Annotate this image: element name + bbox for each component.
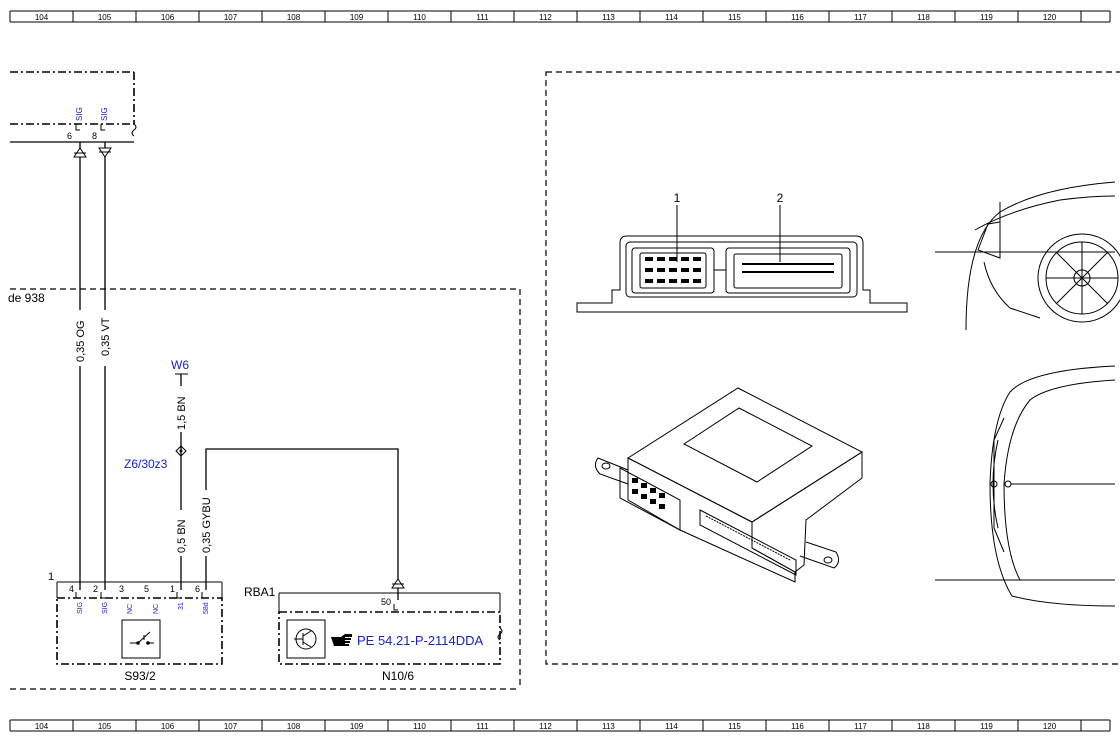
pin-label: 6 [67, 131, 72, 141]
vehicle-front-view [935, 365, 1116, 607]
ruler-number: 109 [350, 13, 364, 22]
ruler-number: 110 [413, 722, 426, 731]
reference-label-938: de 938 [8, 291, 45, 305]
ruler-number: 105 [98, 722, 112, 731]
ruler-number: 112 [539, 722, 552, 731]
ruler-number: 115 [728, 722, 741, 731]
ground-point-w6: W6 [171, 358, 189, 372]
wire-label-15bn: 1,5 BN [176, 396, 188, 430]
ruler-number: 113 [602, 13, 615, 22]
ruler-number: 108 [287, 722, 301, 731]
vehicle-side-view [935, 181, 1120, 331]
ruler-number: 106 [161, 722, 175, 731]
ruler-number: 113 [602, 722, 615, 731]
splice-icon [175, 445, 187, 457]
ruler-number: 114 [665, 722, 678, 731]
ruler-number: 107 [224, 722, 238, 731]
ruler-number: 104 [35, 13, 49, 22]
signal-label: NC [127, 604, 134, 614]
module-isometric-drawing [594, 387, 864, 583]
ruler-number: 117 [854, 13, 867, 22]
splice-label-z6: Z6/30z3 [124, 457, 168, 471]
wire-label-05bn: 0,5 BN [176, 519, 188, 553]
component-view-frame [545, 71, 1120, 665]
pin-label: 8 [92, 131, 97, 141]
ruler-number: 110 [413, 13, 426, 22]
ruler-number: 119 [980, 13, 993, 22]
wire-label-vt: 0,35 VT [100, 317, 112, 356]
pin-group-label: 1 [48, 571, 54, 583]
wire-gybu [205, 448, 399, 600]
wire-label-og: 0,35 OG [75, 320, 87, 362]
procedure-link[interactable]: PE 54.21-P-2114DDA [357, 633, 484, 648]
pin-label: 1 [170, 584, 175, 594]
wire-label-gybu: 0,35 GYBU [201, 497, 213, 553]
ruler-number: 111 [476, 722, 489, 731]
pin-label: 2 [93, 584, 98, 594]
upper-module-frame [10, 71, 137, 143]
transistor-icon [286, 619, 326, 659]
signal-label: SIG [77, 602, 84, 614]
pin-label: 3 [119, 584, 124, 594]
callout-2: 2 [777, 191, 784, 205]
ruler-number: 118 [917, 13, 930, 22]
connector-face-drawing [576, 205, 908, 313]
ruler-number: 112 [539, 13, 552, 22]
ruler-number: 106 [161, 13, 175, 22]
ruler-number: 118 [917, 722, 930, 731]
lower-module-frame [10, 288, 521, 690]
ruler-number: 104 [35, 722, 49, 731]
signal-label: SIG [75, 107, 84, 121]
ruler-number: 120 [1043, 722, 1057, 731]
signal-label: 31 [178, 602, 185, 610]
component-label-s93-2: S93/2 [124, 669, 156, 683]
ruler-number: 107 [224, 13, 238, 22]
grid-ruler-bottom: 104 105 106 107 108 109 110 111 112 113 114 115 116 1… [9, 719, 1111, 732]
switch-icon [121, 619, 161, 659]
pin-label: 6 [195, 584, 200, 594]
hand-pointer-icon [331, 634, 352, 646]
callout-1: 1 [674, 191, 681, 205]
ruler-number: 117 [854, 722, 867, 731]
signal-label: 58d [203, 602, 210, 614]
component-label-n10-6: N10/6 [382, 669, 414, 683]
pin-label: 4 [69, 584, 74, 594]
grid-ruler-top: 104 105 106 107 108 109 110 111 112 113 114 115 116 1… [9, 10, 1111, 23]
reference-label-rba1: RBA1 [244, 585, 276, 599]
ruler-number: 116 [791, 722, 804, 731]
ruler-number: 109 [350, 722, 364, 731]
pin-label: 50 [381, 597, 391, 607]
switch-s93-2 [56, 581, 223, 665]
pin-label: 5 [144, 584, 149, 594]
signal-label: SIG [102, 602, 109, 614]
ruler-number: 119 [980, 722, 993, 731]
ruler-number: 115 [728, 13, 741, 22]
signal-label: NC [153, 604, 160, 614]
signal-label: SIG [100, 107, 109, 121]
ruler-number: 105 [98, 13, 112, 22]
ruler-number: 111 [476, 13, 489, 22]
ruler-number: 116 [791, 13, 804, 22]
ruler-number: 120 [1043, 13, 1057, 22]
ruler-number: 114 [665, 13, 678, 22]
ruler-number: 108 [287, 13, 301, 22]
control-unit-n10-6 [278, 592, 503, 665]
